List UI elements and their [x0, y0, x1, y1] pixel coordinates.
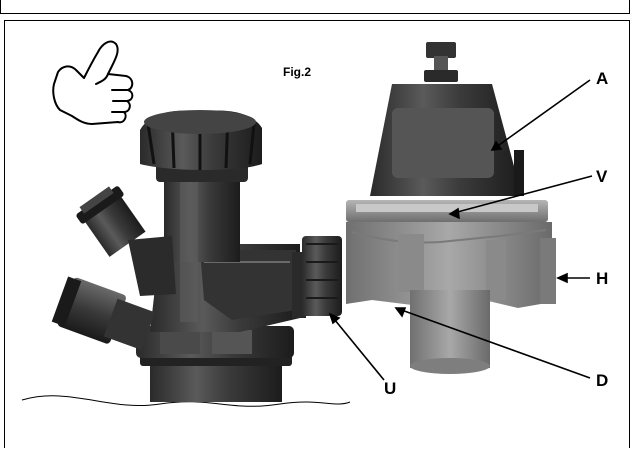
label-a: A [596, 69, 608, 88]
callout-lines [328, 79, 593, 381]
figure-frame [4, 20, 630, 448]
label-d: D [596, 371, 608, 390]
figure-caption: Fig.2 [283, 65, 311, 79]
pressure-regulator [346, 42, 556, 374]
label-u: U [384, 379, 396, 398]
thumbs-up-icon [52, 40, 134, 125]
angle-valve [51, 110, 342, 402]
label-h: H [596, 269, 608, 288]
header-rule [0, 0, 630, 14]
label-v: V [596, 167, 608, 186]
surface-wave [21, 395, 351, 407]
